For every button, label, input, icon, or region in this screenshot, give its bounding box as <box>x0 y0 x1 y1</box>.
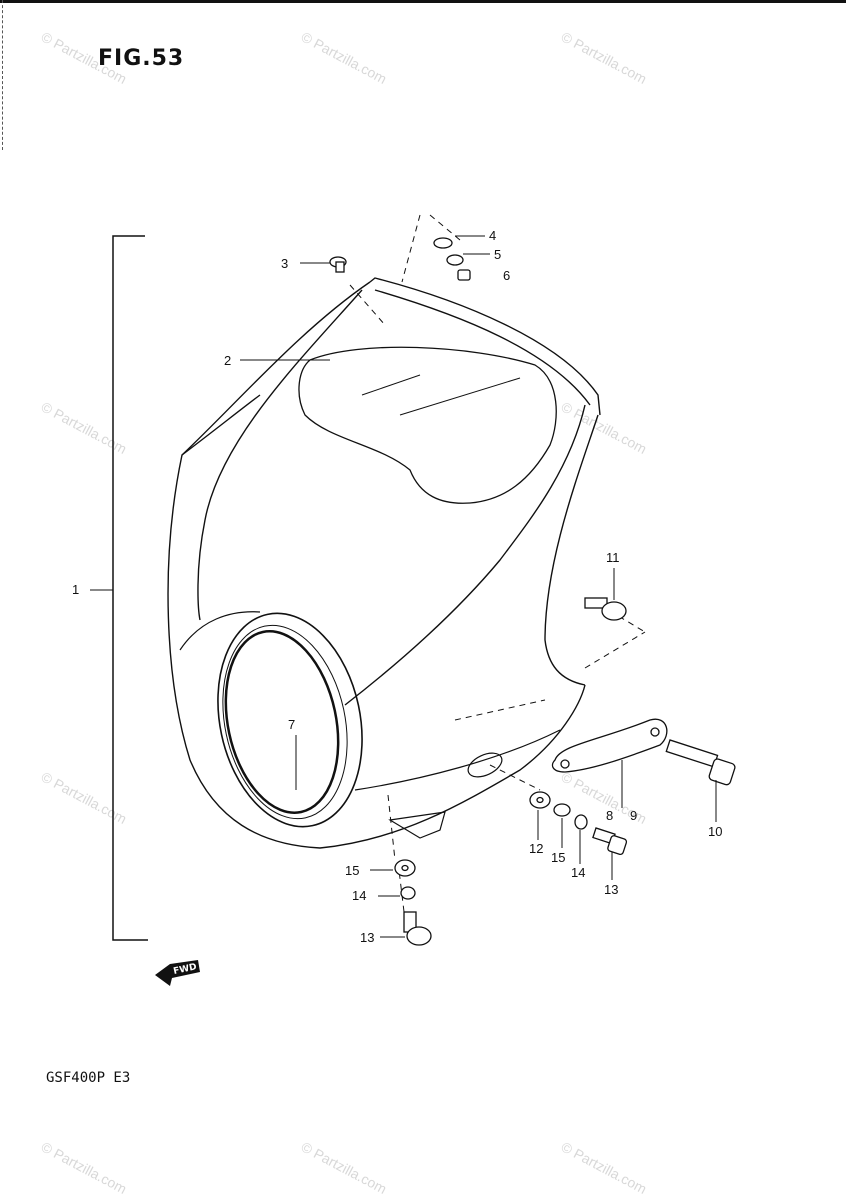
watermark: © Partzilla.com <box>39 399 130 457</box>
top-border <box>0 0 846 3</box>
windscreen <box>298 346 557 504</box>
callout-15-right: 15 <box>551 850 565 865</box>
fwd-label: FWD <box>173 962 198 977</box>
watermark: © Partzilla.com <box>559 29 650 87</box>
lower-panel <box>354 729 561 839</box>
model-code: GSF400P E3 <box>46 1070 131 1086</box>
callout-6: 6 <box>503 268 510 283</box>
callout-11: 11 <box>606 550 620 565</box>
watermark: © Partzilla.com <box>559 1139 650 1197</box>
watermarks: © Partzilla.com © Partzilla.com © Partzi… <box>39 29 650 1197</box>
callout-14-right: 14 <box>571 865 585 880</box>
watermark: © Partzilla.com <box>299 29 390 87</box>
watermark: © Partzilla.com <box>299 1139 390 1197</box>
leader-lines <box>240 235 717 938</box>
watermark: © Partzilla.com <box>39 1139 130 1197</box>
hardware <box>329 237 736 946</box>
watermark: © Partzilla.com <box>39 29 130 87</box>
dashed-guides <box>349 214 646 921</box>
callout-1: 1 <box>72 582 79 597</box>
callout-7: 7 <box>288 717 295 732</box>
mounting-bracket <box>551 718 668 773</box>
callout-10: 10 <box>708 824 722 839</box>
scan-edge <box>2 0 4 150</box>
callout-5: 5 <box>494 247 501 262</box>
callout-14-lower: 14 <box>352 888 366 903</box>
callout-9: 9 <box>630 808 637 823</box>
callout-13-right: 13 <box>604 882 618 897</box>
callout-15-lower: 15 <box>345 863 359 878</box>
callout-4: 4 <box>489 228 496 243</box>
callout-12: 12 <box>529 841 543 856</box>
fwd-arrow-icon: FWD <box>155 960 200 986</box>
callout-labels: 1 2 3 4 5 6 7 8 9 10 11 12 13 13 14 14 1… <box>72 228 722 945</box>
headlight-rim <box>179 611 363 828</box>
watermark: © Partzilla.com <box>39 769 130 827</box>
headlight-cowl <box>167 277 601 849</box>
watermark: © Partzilla.com <box>559 399 650 457</box>
callout-13-lower: 13 <box>360 930 374 945</box>
callout-2: 2 <box>224 353 231 368</box>
figure-title: FIG.53 <box>98 46 185 71</box>
callout-3: 3 <box>281 256 288 271</box>
callout-8: 8 <box>606 808 613 823</box>
assembly-bracket <box>112 235 148 941</box>
